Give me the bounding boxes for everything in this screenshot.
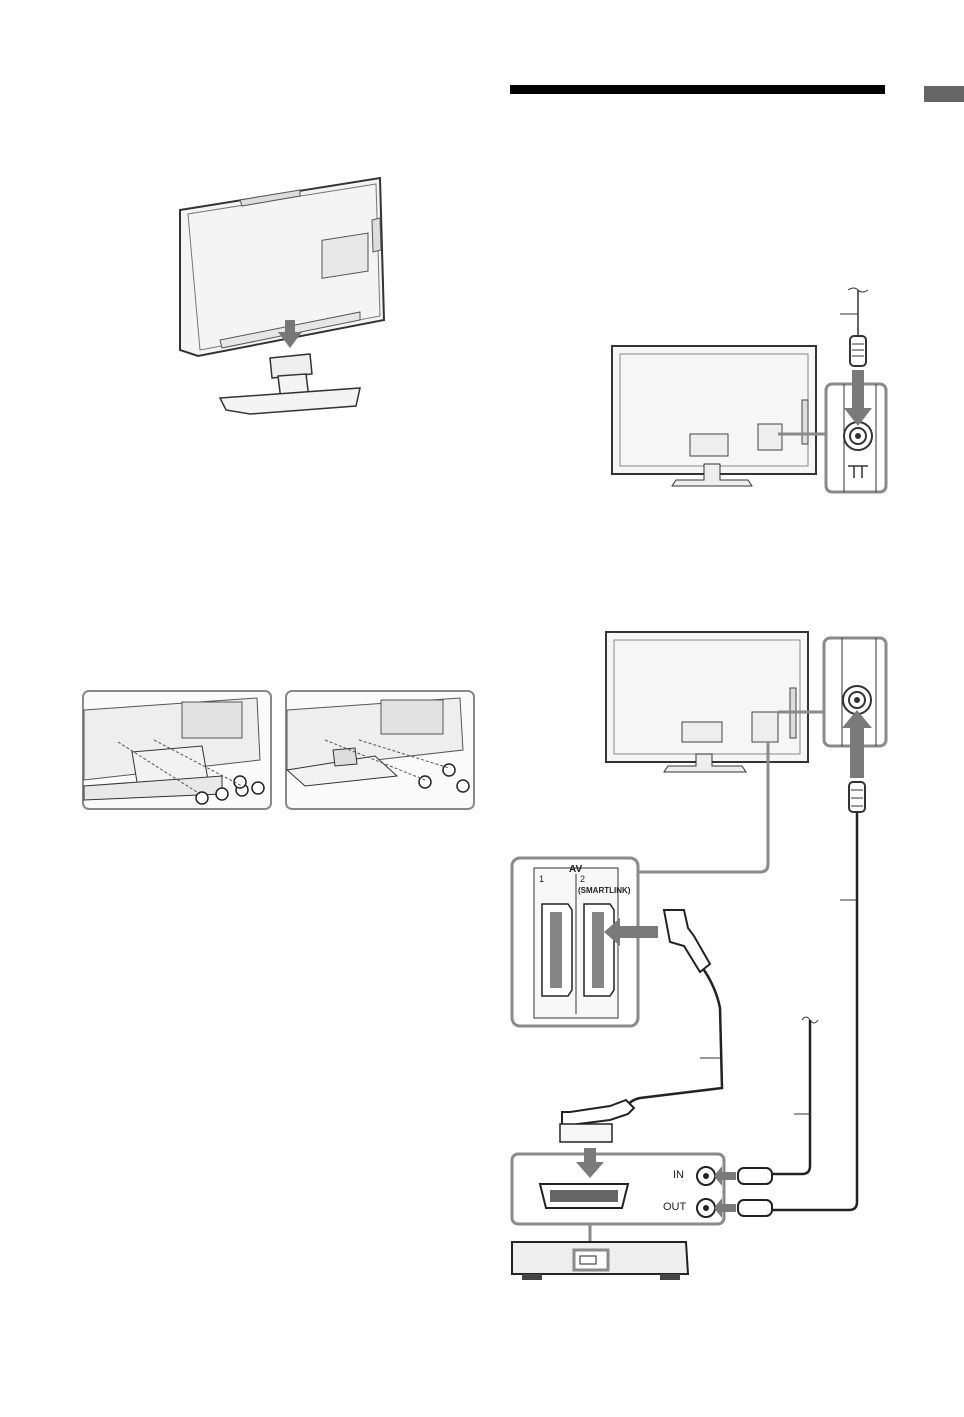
av-port-2-label: 2	[580, 874, 585, 884]
smartlink-label: (SMARTLINK)	[578, 886, 630, 895]
tv-aerial-connection-illustration	[608, 284, 892, 494]
tv-on-stand-illustration	[160, 170, 400, 430]
screw-fixing-right-illustration	[285, 690, 475, 810]
scart-connector-icon	[562, 1100, 634, 1126]
scart-connector-icon	[664, 910, 710, 972]
av-port-1-label: 1	[539, 874, 544, 884]
vcr-in-label: IN	[673, 1169, 684, 1181]
section-rule	[510, 85, 885, 94]
vcr-connection-illustration	[500, 628, 900, 1288]
screw-fixing-left-illustration	[82, 690, 272, 810]
vcr-out-label: OUT	[663, 1201, 686, 1213]
section-tab	[924, 86, 964, 102]
